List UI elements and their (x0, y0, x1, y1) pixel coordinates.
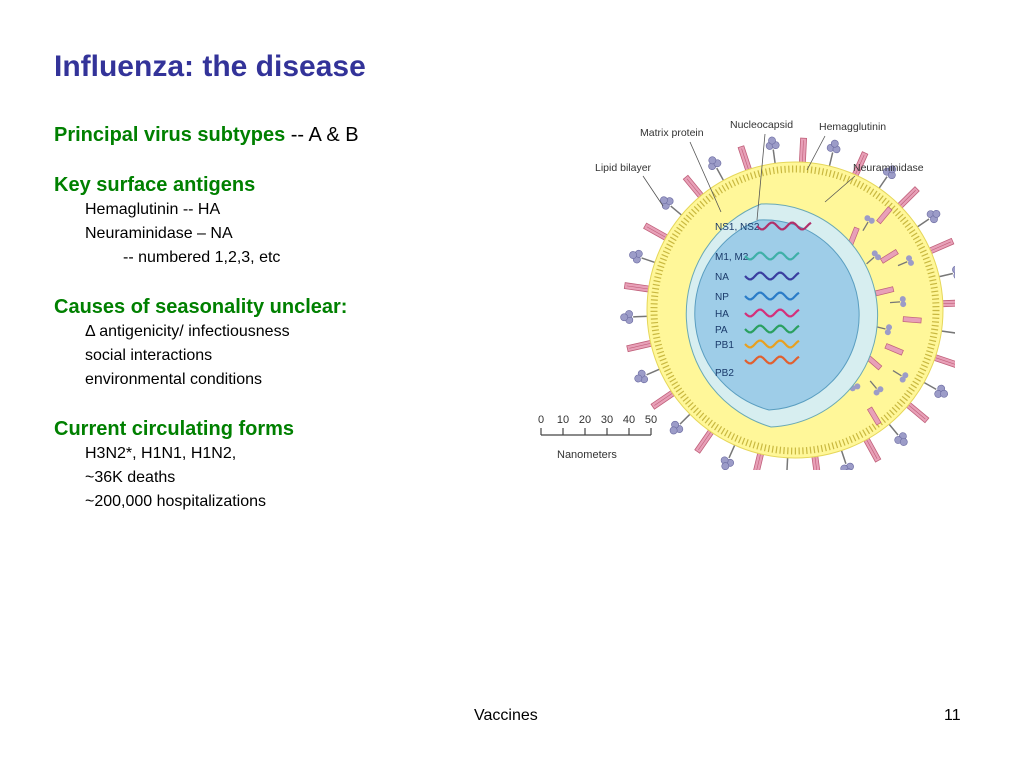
neuraminidase-spike (921, 380, 948, 398)
rna-segment-wave (744, 339, 800, 349)
subtypes-value: -- A & B (285, 124, 359, 146)
nucleocapsid-core (694, 219, 860, 411)
hemagglutinin-spike (902, 316, 922, 324)
label-neuraminidase: Neuraminidase (853, 162, 924, 174)
heading-antigens: Key surface antigens (54, 174, 256, 196)
antigen-item: Hemaglutinin -- HA (85, 201, 221, 218)
segment-label: HA (715, 309, 729, 320)
heading-seasonality: Causes of seasonality unclear: (54, 296, 348, 318)
seasonality-item: environmental conditions (85, 371, 262, 388)
hemagglutinin-spike (876, 206, 893, 225)
hemagglutinin-spike (737, 145, 753, 173)
rna-segment-wave (744, 291, 800, 301)
neuraminidase-spike (862, 215, 875, 231)
neuraminidase-spike (887, 422, 908, 446)
neuraminidase-spike (866, 250, 882, 265)
neuraminidase-spike (892, 370, 909, 383)
segment-label: NS1, NS2 (715, 222, 760, 233)
label-lipid-bilayer: Lipid bilayer (595, 162, 652, 174)
footer-title: Vaccines (474, 707, 538, 724)
page-number: 11 (944, 707, 961, 724)
scale-bar: 0 10 20 30 40 50 Nanometers (538, 414, 657, 461)
segment-label: PA (715, 325, 728, 336)
heading-circulating: Current circulating forms (54, 418, 295, 440)
rna-segment-wave (744, 324, 800, 334)
neuraminidase-spike (620, 310, 650, 324)
rna-segment-wave (744, 308, 800, 318)
label-nucleocapsid: Nucleocapsid (730, 119, 793, 131)
segment-label: PB2 (715, 368, 734, 379)
rna-segment-wave (756, 221, 812, 231)
segment-label: PB1 (715, 340, 734, 351)
neuraminidase-spike (659, 196, 684, 217)
hemagglutinin-spike (884, 343, 904, 356)
scale-unit: Nanometers (557, 449, 617, 461)
hemagglutinin-spike (866, 406, 882, 426)
circulating-item: ~200,000 hospitalizations (85, 493, 267, 510)
hemagglutinin-spike (626, 339, 654, 353)
circulating-item: ~36K deaths (85, 469, 176, 486)
seasonality-item: social interactions (85, 347, 213, 364)
neuraminidase-spike (897, 255, 914, 267)
neuraminidase-spike (765, 136, 780, 166)
neuraminidase-spike (915, 209, 941, 229)
slide-body: Principal virus subtypes -- A & B Key su… (54, 122, 514, 514)
callout-line (642, 175, 664, 207)
neuraminidase-spike (869, 380, 884, 396)
rna-segment-wave (744, 355, 800, 365)
heading-subtypes: Principal virus subtypes -- A & B (54, 122, 514, 148)
callout-line (689, 141, 722, 213)
label-hemagglutinin: Hemagglutinin (819, 121, 886, 133)
label-callouts: Matrix protein Nucleocapsid HemagglutininL… (595, 119, 924, 221)
rna-segment-wave (744, 271, 800, 281)
antigen-item: Neuraminidase – NA (85, 225, 233, 242)
scale-tick-label: 40 (623, 414, 635, 426)
neuraminidase-spike (720, 443, 737, 471)
neuraminidase-spike (889, 296, 907, 308)
scale-tick-label: 20 (579, 414, 591, 426)
scale-tick-label: 30 (601, 414, 613, 426)
neuraminidase-spike (629, 249, 657, 264)
lipid-bilayer (650, 165, 940, 455)
scale-tick-label: 50 (645, 414, 657, 426)
rna-segment-wave (744, 251, 800, 261)
slide-title: Influenza: the disease (54, 50, 366, 83)
callout-line (806, 135, 826, 171)
neuraminidase-spike (669, 412, 692, 435)
neuraminidase-spike (877, 165, 897, 191)
seasonality-item: Δ antigenicity/ infectiousness (85, 323, 290, 340)
scale-tick-label: 10 (557, 414, 569, 426)
neuraminidase-spike (634, 367, 662, 384)
callout-line (824, 175, 856, 203)
segment-label: M1, M2 (715, 252, 749, 263)
heading-subtypes-label: Principal virus subtypes (54, 124, 286, 146)
hemagglutinin-spike (623, 282, 652, 293)
hemagglutinin-spike (798, 137, 808, 165)
neuraminidase-spike (826, 139, 841, 169)
scale-tick-label: 0 (538, 414, 544, 426)
scale-ticks: 0 10 20 30 40 50 (538, 414, 657, 435)
hemagglutinin-spike (694, 427, 716, 454)
segment-label: NP (715, 292, 729, 303)
neuraminidase-spike (708, 156, 726, 183)
segment-label: NA (715, 272, 729, 283)
callout-line (756, 133, 766, 221)
label-matrix-protein: Matrix protein (640, 127, 704, 139)
antigen-subitem: -- numbered 1,2,3, etc (123, 249, 281, 266)
hemagglutinin-spike (879, 249, 899, 264)
circulating-item: H3N2*, H1N1, H1N2, (85, 445, 237, 462)
